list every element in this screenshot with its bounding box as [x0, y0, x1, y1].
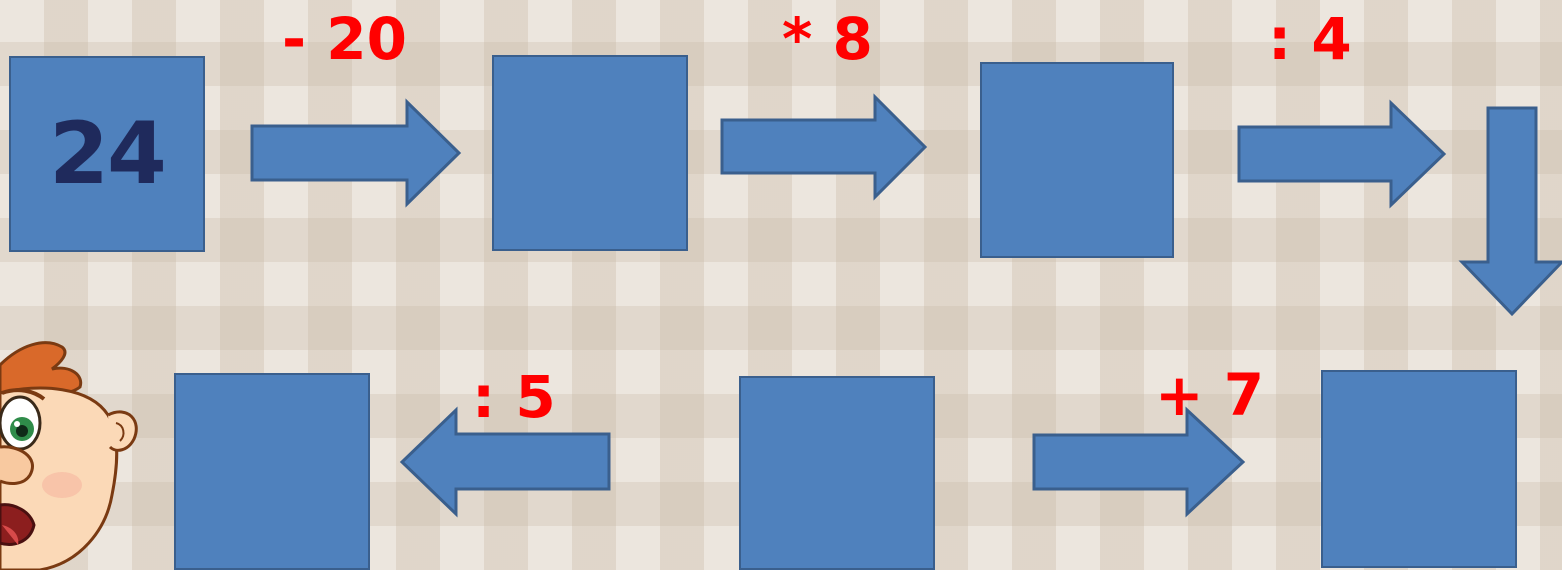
arrow-left-icon: [400, 408, 612, 516]
operation-minus-20: - 20: [282, 10, 407, 68]
answer-box-5[interactable]: [739, 376, 935, 570]
answer-box-6[interactable]: [174, 373, 370, 570]
arrow-down-icon: [1462, 106, 1562, 316]
arrow-right-icon: [250, 100, 462, 206]
answer-box-2[interactable]: [980, 62, 1174, 258]
start-number-box: 24: [9, 56, 205, 252]
start-number: 24: [49, 104, 165, 204]
operation-div-4: : 4: [1268, 10, 1352, 68]
cartoon-boy-icon: [0, 335, 150, 570]
arrow-right-icon: [720, 95, 928, 199]
answer-box-3[interactable]: [1321, 370, 1517, 568]
operation-times-8: * 8: [782, 10, 873, 68]
arrow-right-icon: [1237, 101, 1447, 207]
answer-box-1[interactable]: [492, 55, 688, 251]
operation-plus-7: + 7: [1155, 366, 1264, 424]
